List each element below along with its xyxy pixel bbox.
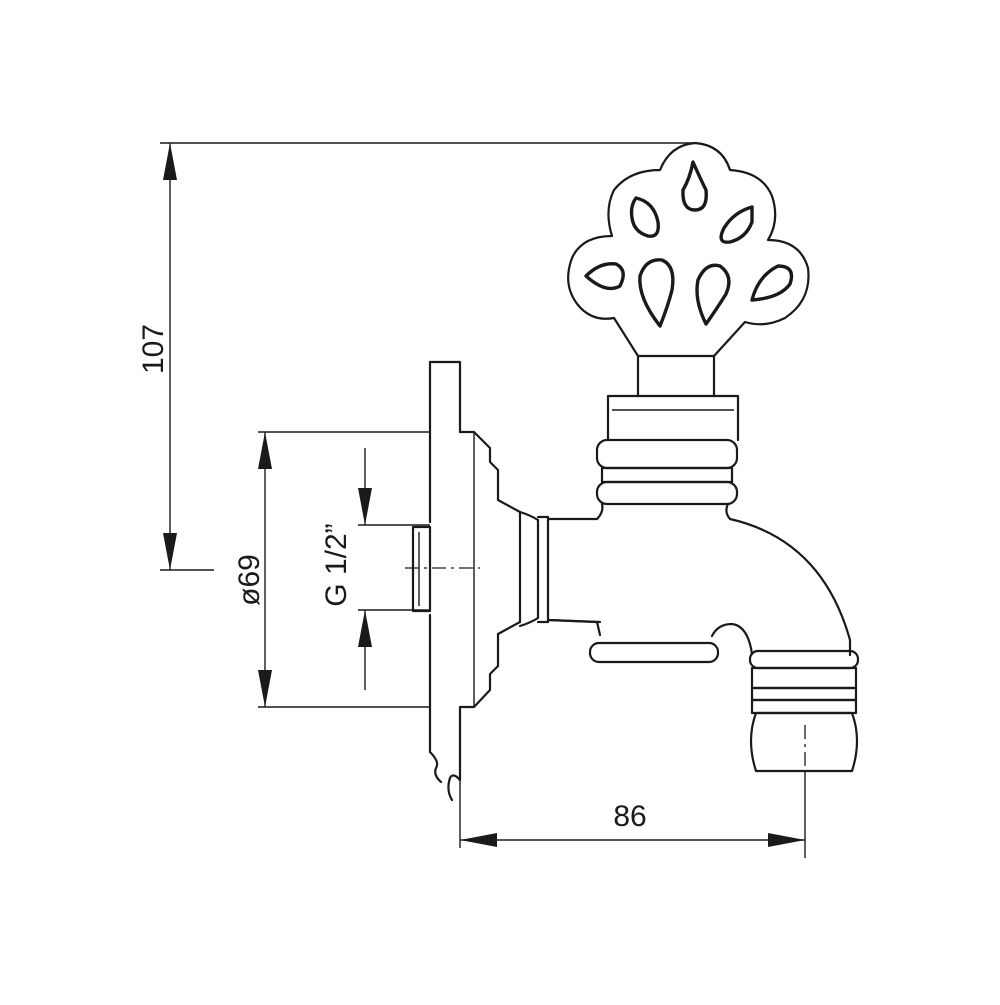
rosette: [458, 430, 550, 709]
diameter-dimension: ø69: [233, 431, 430, 708]
projection-arrow-left: [460, 833, 497, 847]
wall-break-right: [447, 774, 462, 802]
body-outline-top: [546, 502, 852, 657]
height-arrow-top: [163, 143, 177, 180]
diameter-arrow-top: [258, 432, 272, 469]
handle-drop-center-left: [638, 258, 675, 328]
thread-dimension: G 1/2”: [320, 448, 430, 690]
thread-label: G 1/2”: [320, 523, 353, 606]
faucet-body: [546, 502, 852, 664]
thread-arrow-bottom: [358, 610, 372, 647]
spout-nozzle: [749, 711, 859, 773]
wall-face: [428, 360, 462, 782]
height-label: 107: [137, 324, 170, 374]
handle-outline: [567, 141, 810, 358]
spout: [748, 649, 860, 773]
collar-ring: [536, 515, 550, 624]
handle-drop-right: [750, 264, 794, 302]
handle-drop-upper-right: [719, 205, 754, 244]
valve-ring-top: [595, 438, 739, 470]
handle-drop-top: [681, 160, 708, 212]
thread-arrow-top: [358, 488, 372, 525]
valve-ring-mid: [600, 466, 734, 484]
inlet-pipe: [411, 525, 432, 613]
lower-lever: [588, 641, 720, 664]
valve-bonnet: [606, 394, 740, 442]
collar-cap: [518, 510, 540, 628]
spout-ring-4: [750, 698, 858, 715]
spout-ring-3: [750, 686, 858, 702]
projection-dimension: 86: [459, 772, 806, 858]
valve-ring-bottom: [595, 480, 739, 506]
inlet-thread: [405, 525, 480, 613]
rosette-outline: [458, 430, 522, 709]
height-dimension: 107: [137, 142, 696, 571]
wall-break-left: [428, 750, 443, 784]
wall: [428, 360, 462, 802]
handle-drop-center-right: [695, 263, 731, 326]
height-arrow-bottom: [163, 533, 177, 570]
projection-arrow-right: [768, 833, 805, 847]
projection-label: 86: [613, 800, 646, 833]
spout-ring-1: [748, 649, 860, 670]
valve-stem: [636, 354, 716, 398]
handle-drop-upper-left: [629, 196, 660, 238]
body-outline-bottom: [546, 618, 754, 656]
handle-drop-left: [584, 262, 625, 291]
handle: [567, 141, 810, 358]
diameter-label: ø69: [233, 554, 266, 606]
diameter-arrow-bottom: [258, 670, 272, 707]
valve-head: [595, 354, 740, 506]
spout-ring-2: [750, 666, 858, 690]
